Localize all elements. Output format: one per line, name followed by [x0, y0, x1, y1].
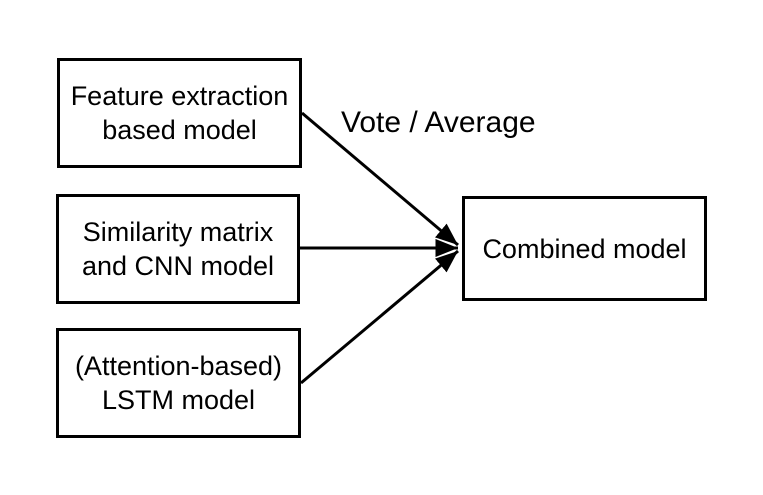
node-attention-lstm: (Attention-based) LSTM model: [56, 328, 301, 438]
arrow-lstm-to-combined: [300, 249, 459, 385]
node-feature-extraction: Feature extraction based model: [57, 58, 302, 168]
edge-label-vote-average: Vote / Average: [341, 106, 536, 139]
node-similarity-cnn: Similarity matrix and CNN model: [56, 194, 300, 304]
node-combined-model-label: Combined model: [482, 233, 687, 264]
node-combined-model: Combined model: [462, 196, 707, 301]
node-similarity-cnn-label: Similarity matrix and CNN model: [81, 217, 275, 281]
node-feature-extraction-label: Feature extraction based model: [70, 81, 289, 145]
arrow-feature-to-combined: [301, 111, 459, 247]
node-attention-lstm-label: (Attention-based) LSTM model: [74, 351, 283, 415]
